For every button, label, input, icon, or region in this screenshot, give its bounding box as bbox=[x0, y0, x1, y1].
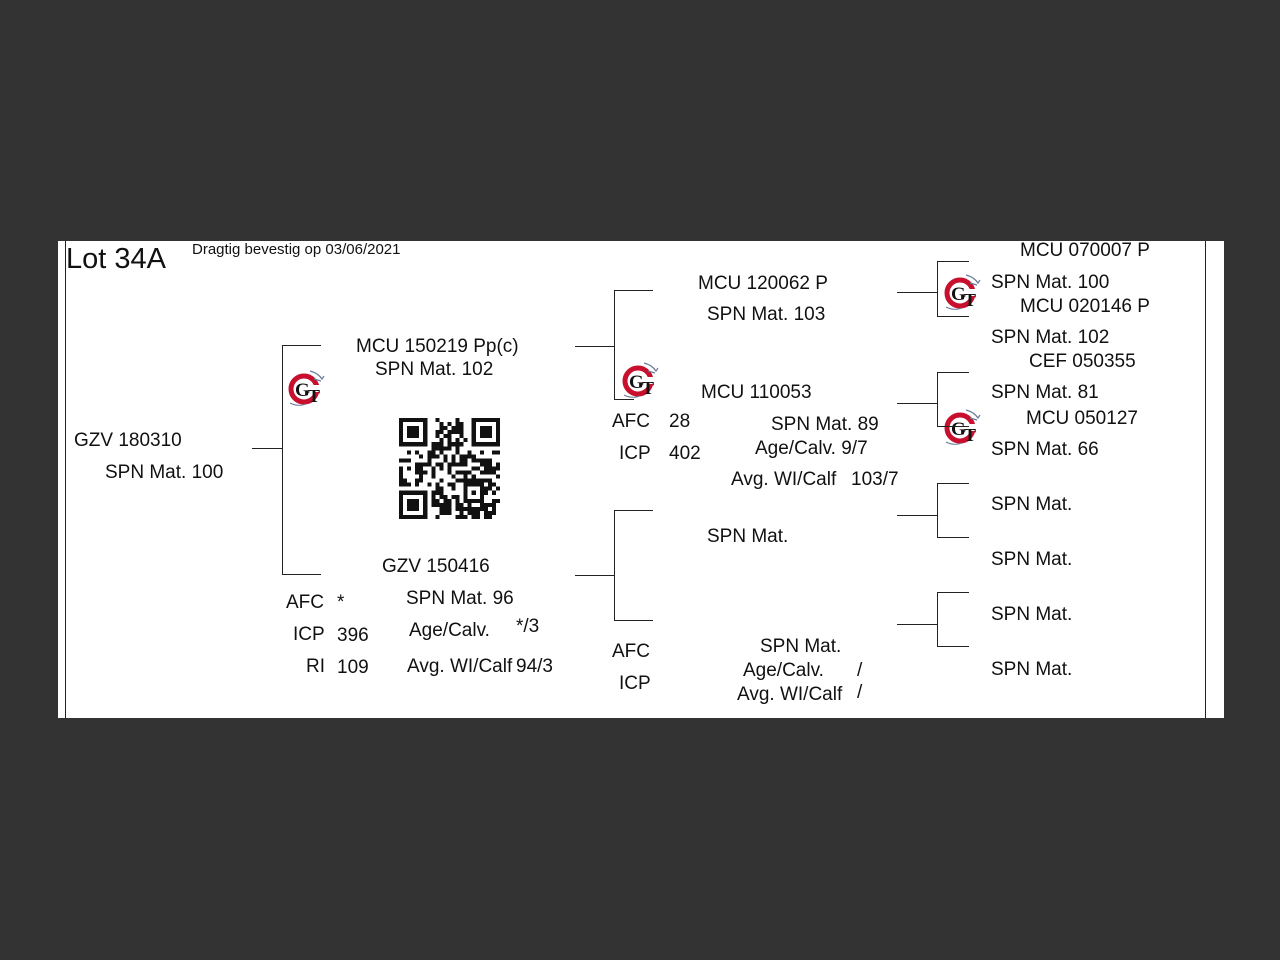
dam-spn: SPN Mat. 96 bbox=[406, 588, 514, 609]
sire-sire-id: MCU 120062 P bbox=[698, 273, 828, 294]
line-ggp-3 bbox=[897, 515, 938, 516]
ggp-8-spn: SPN Mat. bbox=[991, 659, 1073, 680]
gt-logo-icon-sire-dam: G T bbox=[622, 362, 659, 398]
gt-logo-icon-ggp-2: G T bbox=[944, 409, 981, 445]
pedigree-sheet: Lot 34A Dragtig bevestig op 03/06/2021 G… bbox=[58, 240, 1224, 718]
line-to-sire bbox=[282, 345, 321, 346]
bracket-ggp-4 bbox=[937, 592, 938, 647]
sire-id: MCU 150219 Pp(c) bbox=[356, 336, 519, 357]
line-ggp-4a bbox=[937, 592, 969, 593]
sire-dam-wi-label: Avg. WI/Calf bbox=[731, 469, 837, 490]
dam-dam-wi-value: / bbox=[857, 682, 863, 703]
left-border bbox=[65, 241, 66, 718]
dam-dam-wi-label: Avg. WI/Calf bbox=[737, 684, 843, 705]
sire-dam-afc-label: AFC bbox=[612, 411, 650, 432]
dam-afc-value: * bbox=[337, 592, 345, 613]
line-ggp-3b bbox=[937, 537, 969, 538]
svg-text:G: G bbox=[951, 284, 966, 305]
ggp-4-spn: SPN Mat. 66 bbox=[991, 439, 1099, 460]
line-to-dam-dam bbox=[614, 620, 653, 621]
ggp-6-spn: SPN Mat. bbox=[991, 549, 1073, 570]
svg-text:T: T bbox=[964, 290, 976, 310]
svg-text:G: G bbox=[951, 419, 966, 440]
dam-icp-label: ICP bbox=[293, 624, 325, 645]
dam-wi-value: 94/3 bbox=[516, 656, 553, 677]
line-to-sire-sire bbox=[614, 290, 653, 291]
dam-dam-age-label: Age/Calv. bbox=[743, 660, 824, 681]
sire-spn: SPN Mat. 102 bbox=[375, 359, 494, 380]
bracket-dam-gp bbox=[614, 510, 615, 621]
ggp-3-id: CEF 050355 bbox=[1029, 351, 1136, 372]
svg-text:T: T bbox=[308, 386, 320, 406]
dam-age-label: Age/Calv. bbox=[409, 620, 490, 641]
lot-number: Lot 34A bbox=[66, 243, 166, 275]
bracket-ggp-1 bbox=[937, 261, 938, 317]
line-ggp-2 bbox=[897, 403, 938, 404]
dam-ri-value: 109 bbox=[337, 657, 369, 678]
svg-text:T: T bbox=[964, 425, 976, 445]
bracket-parents bbox=[282, 345, 283, 575]
sire-dam-afc-value: 28 bbox=[669, 411, 691, 432]
svg-text:G: G bbox=[629, 372, 644, 393]
line-ggp-1 bbox=[897, 292, 938, 293]
line-to-dam bbox=[282, 574, 321, 575]
bracket-sire-gp bbox=[614, 290, 615, 400]
qr-code bbox=[399, 418, 500, 519]
line-animal-parents bbox=[252, 448, 283, 449]
animal-spn: SPN Mat. 100 bbox=[105, 462, 224, 483]
bracket-ggp-3 bbox=[937, 483, 938, 538]
line-ggp-2b bbox=[937, 426, 969, 427]
line-to-sire-dam bbox=[614, 399, 634, 400]
line-dam-gp bbox=[575, 575, 615, 576]
gt-logo-icon-ggp-1: G T bbox=[944, 274, 981, 310]
dam-id: GZV 150416 bbox=[382, 556, 490, 577]
ggp-1-spn: SPN Mat. 100 bbox=[991, 272, 1110, 293]
dam-icp-value: 396 bbox=[337, 625, 369, 646]
dam-dam-age-value: / bbox=[857, 660, 863, 681]
sire-dam-icp-value: 402 bbox=[669, 443, 701, 464]
ggp-2-id: MCU 020146 P bbox=[1020, 296, 1150, 317]
line-ggp-4b bbox=[937, 646, 969, 647]
line-sire-gp bbox=[575, 346, 615, 347]
line-ggp-1b bbox=[937, 316, 969, 317]
dam-ri-label: RI bbox=[306, 656, 325, 677]
ggp-2-spn: SPN Mat. 102 bbox=[991, 327, 1110, 348]
ggp-7-spn: SPN Mat. bbox=[991, 604, 1073, 625]
svg-text:T: T bbox=[642, 378, 654, 398]
line-ggp-4 bbox=[897, 624, 938, 625]
ggp-5-spn: SPN Mat. bbox=[991, 494, 1073, 515]
dam-wi-label: Avg. WI/Calf bbox=[407, 656, 513, 677]
sire-dam-spn: SPN Mat. 89 bbox=[771, 414, 879, 435]
bracket-ggp-2 bbox=[937, 372, 938, 427]
sire-dam-id: MCU 110053 bbox=[701, 382, 812, 403]
line-ggp-1a bbox=[937, 261, 969, 262]
sire-dam-wi-value: 103/7 bbox=[851, 469, 899, 490]
ggp-1-id: MCU 070007 P bbox=[1020, 240, 1150, 261]
line-to-dam-sire bbox=[614, 510, 653, 511]
svg-text:G: G bbox=[295, 380, 310, 401]
dam-age-value: */3 bbox=[516, 616, 540, 637]
pregnancy-note: Dragtig bevestig op 03/06/2021 bbox=[192, 241, 401, 258]
dam-dam-spn: SPN Mat. bbox=[760, 636, 842, 657]
dam-dam-icp-label: ICP bbox=[619, 673, 651, 694]
right-border bbox=[1205, 241, 1206, 718]
gt-logo-icon-sire: G T bbox=[288, 370, 325, 406]
sire-dam-age: Age/Calv. 9/7 bbox=[755, 438, 868, 459]
sire-sire-spn: SPN Mat. 103 bbox=[707, 304, 826, 325]
ggp-4-id: MCU 050127 bbox=[1026, 408, 1138, 429]
dam-sire-spn: SPN Mat. bbox=[707, 526, 789, 547]
dam-dam-afc-label: AFC bbox=[612, 641, 650, 662]
dam-afc-label: AFC bbox=[286, 592, 324, 613]
sire-dam-icp-label: ICP bbox=[619, 443, 651, 464]
animal-id: GZV 180310 bbox=[74, 430, 182, 451]
line-ggp-3a bbox=[937, 483, 969, 484]
ggp-3-spn: SPN Mat. 81 bbox=[991, 382, 1099, 403]
line-ggp-2a bbox=[937, 372, 969, 373]
